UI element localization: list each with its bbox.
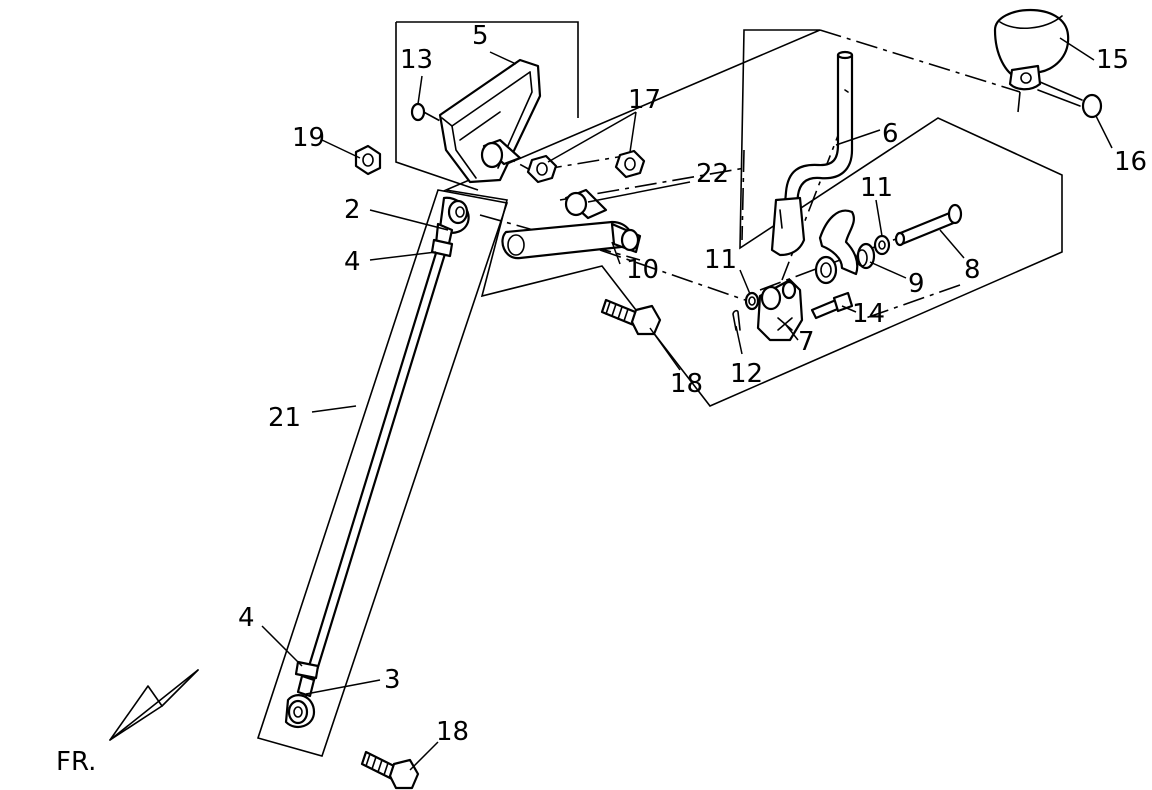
callout-10: 10 xyxy=(626,255,659,285)
callout-2: 2 xyxy=(344,195,361,225)
nut-part-17-a xyxy=(526,154,558,184)
callout-13: 13 xyxy=(400,45,433,75)
callout-14: 14 xyxy=(852,299,885,329)
front-label: FR. xyxy=(56,747,96,777)
rod-end-part-3 xyxy=(284,674,316,729)
callout-12: 12 xyxy=(730,359,763,389)
bushing-part-22 xyxy=(480,138,608,220)
front-direction-indicator xyxy=(109,669,199,741)
callout-labels: 2 4 19 13 5 17 22 10 18 6 11 8 9 11 12 7… xyxy=(56,21,1147,777)
callout-18-lower: 18 xyxy=(436,717,469,747)
clip-part-13 xyxy=(410,102,426,122)
detent-plate-part-9 xyxy=(814,209,876,285)
washer-part-11-right xyxy=(873,234,891,256)
callout-15: 15 xyxy=(1096,45,1129,75)
callout-16: 16 xyxy=(1114,147,1147,177)
rod-part-21 xyxy=(304,238,450,682)
bracket-cover-part-5 xyxy=(438,58,542,184)
callout-4-upper: 4 xyxy=(344,247,361,277)
callout-19: 19 xyxy=(292,123,325,153)
callout-21: 21 xyxy=(268,403,301,433)
cotter-pin-part-12 xyxy=(732,309,741,331)
nut-part-4-upper xyxy=(430,238,454,258)
nut-part-19 xyxy=(354,144,382,176)
shift-lever-part-6 xyxy=(770,50,854,257)
bracket-part-7 xyxy=(756,278,804,342)
box-upper-bracket-left xyxy=(395,22,479,191)
callout-5: 5 xyxy=(472,21,489,51)
washer-part-11-left xyxy=(744,291,760,311)
nut-part-4-lower xyxy=(294,660,320,680)
bolt-part-14 xyxy=(810,291,854,320)
bolt-part-18-lower xyxy=(360,750,420,790)
callout-9: 9 xyxy=(908,269,925,299)
callout-4-lower: 4 xyxy=(238,603,255,633)
callout-11-right: 11 xyxy=(860,173,893,203)
callout-11-left: 11 xyxy=(704,245,737,275)
leader-lines xyxy=(261,37,1113,771)
screw-part-16 xyxy=(1037,81,1103,119)
callout-6: 6 xyxy=(882,119,899,149)
box-center-assembly xyxy=(443,29,1063,407)
callout-18-upper: 18 xyxy=(670,369,703,399)
callout-17: 17 xyxy=(628,85,661,115)
pin-part-8 xyxy=(894,203,963,247)
callout-22: 22 xyxy=(696,159,729,189)
link-arm-part-10 xyxy=(501,220,642,260)
callout-7: 7 xyxy=(798,327,815,357)
nut-part-17-b xyxy=(614,149,646,179)
group-boxes xyxy=(256,21,1063,757)
box-rod-assembly xyxy=(256,189,509,757)
shift-knob-part-15 xyxy=(993,8,1070,91)
box-upper-bracket xyxy=(396,21,579,118)
callout-8: 8 xyxy=(964,255,981,285)
callout-3: 3 xyxy=(384,665,401,695)
